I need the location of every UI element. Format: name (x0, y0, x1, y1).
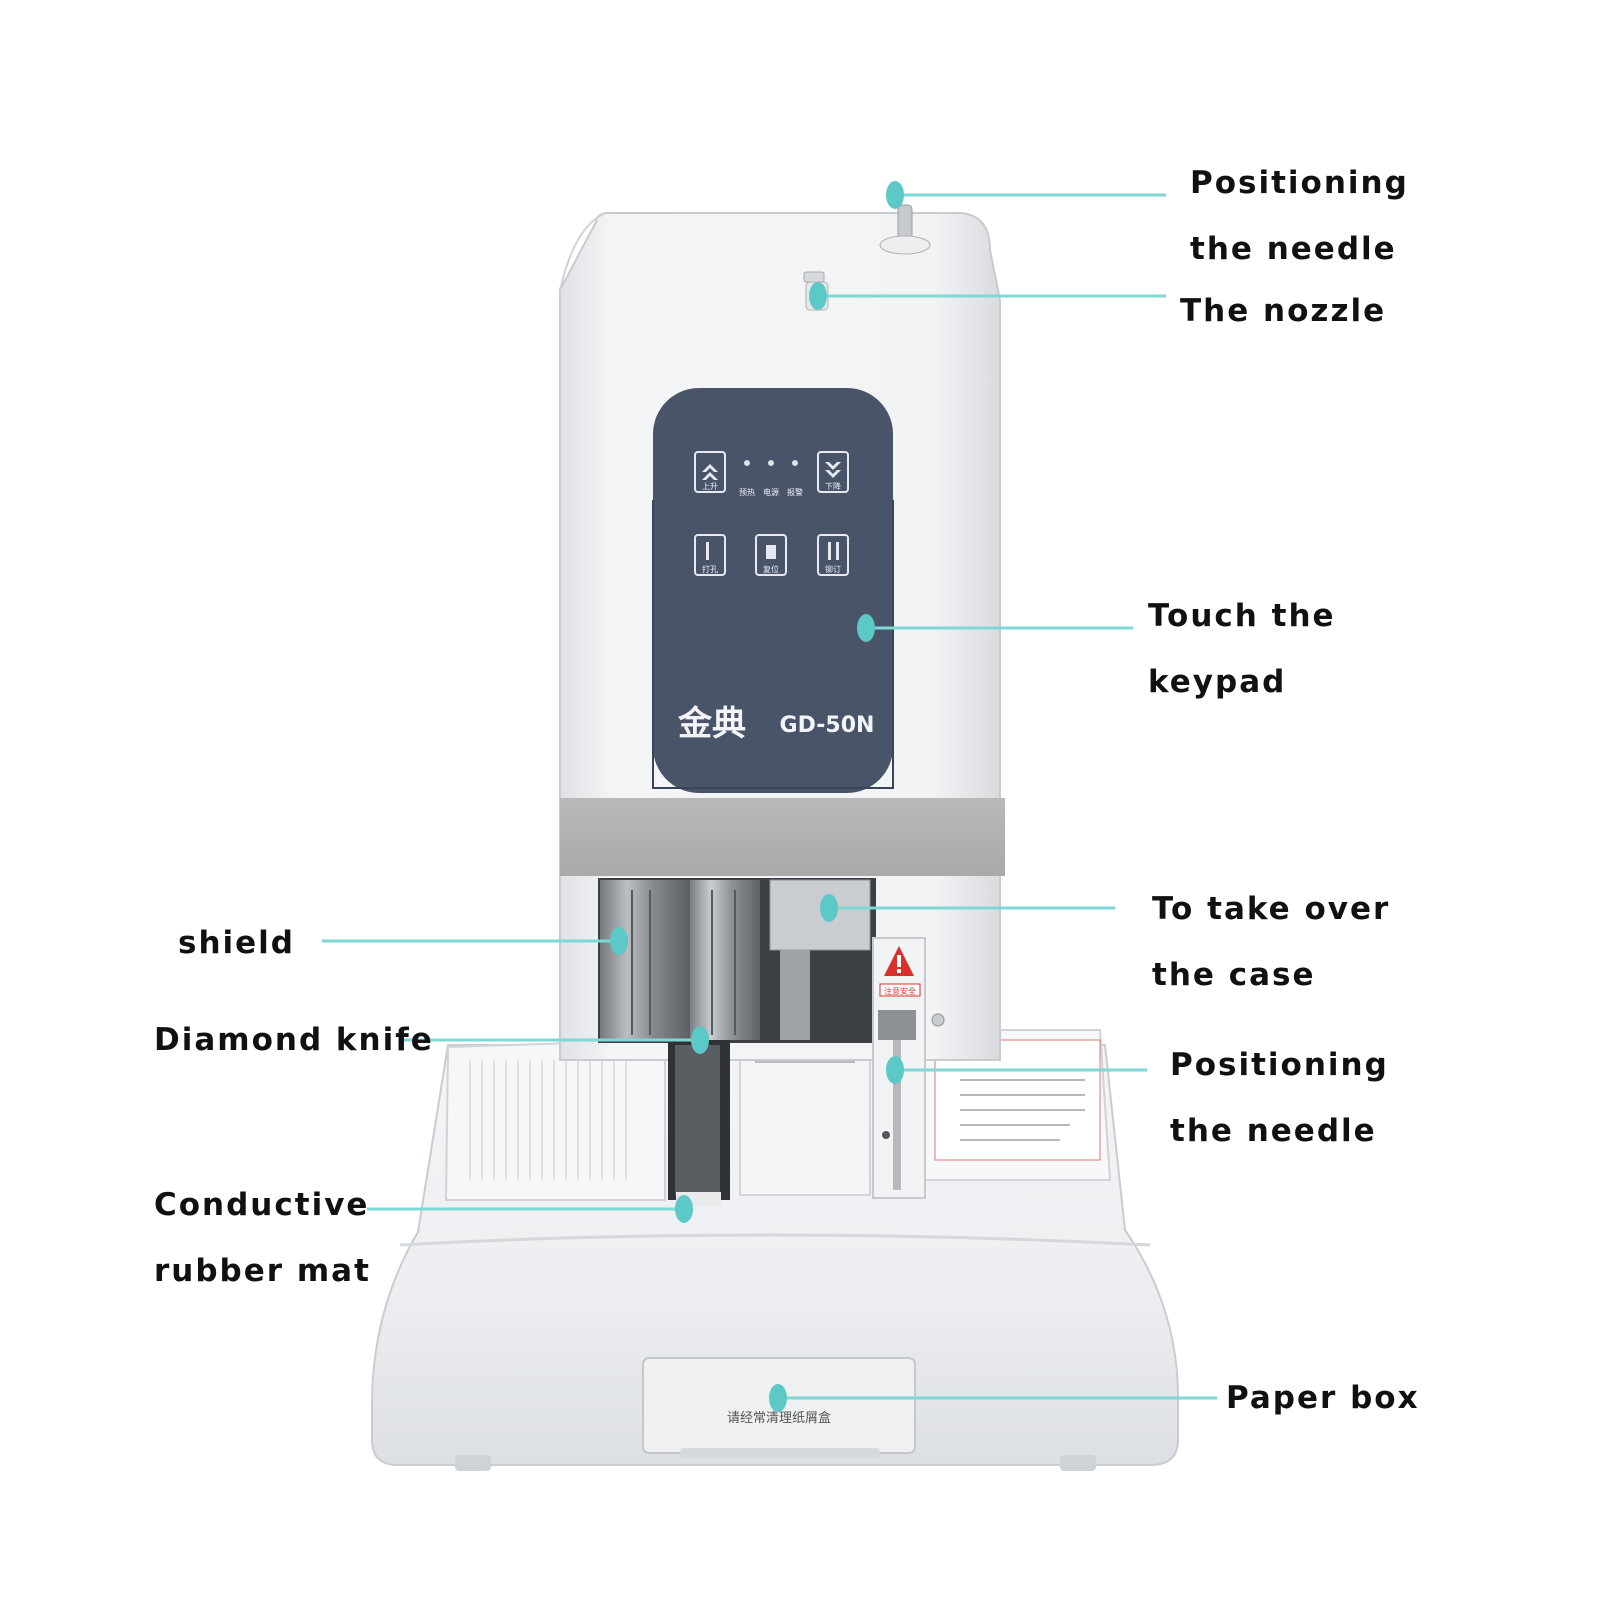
callout-positioning-needle-top: Positioning the needle (1190, 150, 1409, 282)
led-label-power: 电源 (763, 487, 779, 497)
callout-diamond-knife: Diamond knife (154, 1007, 434, 1073)
dot-conductive-rubber-mat (675, 1195, 693, 1223)
brand-logo-cn: 金典 (677, 704, 746, 744)
warning-label-cn: 注意安全 (884, 986, 916, 996)
reset-key (755, 534, 787, 576)
callout-line1: Positioning (1170, 1047, 1389, 1083)
up-key (694, 451, 726, 493)
rivet-key (817, 534, 849, 576)
ruler-ticks (469, 1060, 627, 1180)
callout-line2: the case (1152, 957, 1316, 993)
led-label-preheat: 预热 (739, 487, 755, 497)
key-label-rivet: 铆订 (825, 564, 841, 574)
case-bracket (769, 879, 871, 951)
callout-line1: Touch the (1148, 598, 1336, 634)
callout-take-over-case: To take over the case (1152, 876, 1390, 1008)
needle-holder (878, 1010, 916, 1040)
callout-touch-keypad: Touch the keypad (1148, 583, 1336, 715)
dot-diamond-knife (691, 1026, 709, 1054)
top-needle-cap (879, 235, 931, 255)
led-label-alarm: 报警 (787, 487, 803, 497)
model-number: GD-50N (780, 713, 875, 738)
dot-take-over-case (820, 894, 838, 922)
keypad-buttons (694, 451, 849, 576)
callout-line1: To take over (1152, 891, 1391, 927)
dot-nozzle (809, 282, 827, 310)
callout-line2: rubber mat (154, 1253, 371, 1289)
foot-left (455, 1455, 491, 1471)
callout-line2: keypad (1148, 664, 1287, 700)
key-label-reset: 复位 (763, 564, 779, 574)
key-label-down: 下降 (825, 481, 841, 491)
callout-line1: The nozzle (1180, 293, 1387, 329)
paper-box-cn-label: 请经常清理纸屑盒 (727, 1410, 831, 1426)
callout-line1: Conductive (154, 1187, 370, 1223)
dot-paper-box (769, 1384, 787, 1412)
callout-positioning-needle-bottom: Positioning the needle (1170, 1032, 1389, 1164)
dot-shield (610, 927, 628, 955)
drill-column-left (690, 880, 760, 1040)
callout-line1: Diamond knife (154, 1022, 434, 1058)
punch-key (694, 534, 726, 576)
callout-shield: shield (178, 910, 295, 976)
shield-plate (600, 880, 690, 1040)
keypad-panel (653, 388, 893, 793)
callout-conductive-rubber-mat: Conductive rubber mat (154, 1172, 371, 1304)
key-label-up: 上升 (702, 482, 718, 491)
indicator-leds (744, 460, 798, 466)
gray-band (560, 798, 1005, 876)
callout-line1: Positioning (1190, 165, 1409, 201)
callout-nozzle: The nozzle (1180, 278, 1386, 344)
callout-line2: the needle (1170, 1113, 1377, 1149)
callout-line2: the needle (1190, 231, 1397, 267)
callout-line1: Paper box (1226, 1380, 1420, 1416)
callout-line1: shield (178, 925, 295, 961)
dot-positioning-needle-top (886, 181, 904, 209)
dot-touch-keypad (857, 614, 875, 642)
callout-paper-box: Paper box (1226, 1365, 1420, 1431)
key-label-punch: 打孔 (702, 564, 718, 574)
dot-positioning-needle-bottom (886, 1056, 904, 1084)
down-key (817, 451, 849, 493)
foot-right (1060, 1455, 1096, 1471)
